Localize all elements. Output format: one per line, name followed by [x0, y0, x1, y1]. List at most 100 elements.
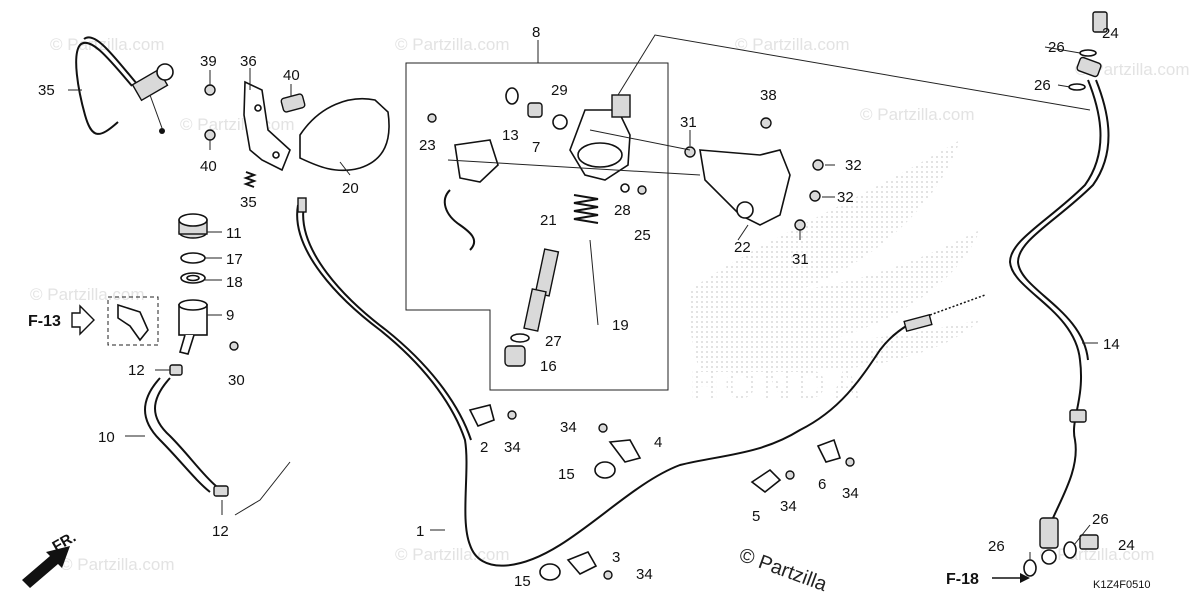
watermark-text: © Partzilla.com — [50, 35, 165, 54]
part-31-bolt — [684, 146, 696, 158]
callout-34: 34 — [842, 485, 859, 502]
callout-3: 3 — [612, 549, 620, 566]
part-4-clamp — [608, 439, 642, 463]
callout-40: 39 — [200, 53, 217, 70]
watermark-text: © Partzilla.com — [30, 285, 145, 304]
part-23-bolt — [427, 113, 437, 123]
callout-41: 40 — [283, 67, 300, 84]
honda-logo-text: HONDA — [690, 363, 867, 407]
master-cylinder-group-frame — [405, 40, 669, 391]
callout-2: 2 — [480, 439, 488, 456]
leader-line — [234, 461, 291, 516]
part-26-washer — [1063, 541, 1077, 559]
callout-40: 40 — [200, 158, 217, 175]
callout-32: 32 — [837, 189, 854, 206]
part-35-bolt — [603, 570, 613, 580]
part-29-washer — [620, 183, 630, 193]
callout-38: 36 — [240, 53, 257, 70]
part-14-hose — [1008, 56, 1110, 565]
callout-34: 34 — [504, 439, 521, 456]
leader-line — [589, 239, 599, 326]
callout-25: 25 — [634, 227, 651, 244]
callout-26: 26 — [1048, 39, 1065, 56]
part-15-grommet — [594, 461, 616, 479]
reference-label-left: F-13 — [28, 313, 61, 330]
part-28-washer — [552, 114, 568, 130]
callout-11: 11 — [226, 225, 242, 242]
part-40-bolt — [204, 129, 216, 141]
part-40-bolt — [204, 84, 216, 96]
watermark-text: © Partzilla.com — [60, 555, 175, 574]
callout-26: 26 — [988, 538, 1005, 555]
part-26-washer — [1023, 559, 1037, 577]
callout-31: 31 — [680, 114, 697, 131]
watermark-text: © Partzilla.com — [860, 105, 975, 124]
callout-21: 21 — [540, 212, 557, 229]
part-36-spring — [243, 171, 257, 188]
part-34-bolt — [845, 457, 855, 467]
callout-39: 38 — [760, 87, 777, 104]
callout-19: 19 — [612, 317, 629, 334]
callout-35: 34 — [560, 419, 577, 436]
part-3-clamp — [566, 550, 598, 575]
part-10-hose — [144, 377, 211, 493]
callout-36: 35 — [240, 194, 257, 211]
callout-22: 22 — [734, 239, 751, 256]
part-31-bolt — [794, 219, 806, 231]
leader-line — [589, 129, 691, 151]
part-24-bolt — [1092, 11, 1108, 33]
part-7-bolt — [527, 102, 543, 118]
callout-31: 31 — [792, 251, 809, 268]
part-21-spring — [573, 194, 599, 224]
leader-line — [617, 34, 1091, 111]
reservoir-stack — [178, 213, 239, 355]
part-39-bolt — [760, 117, 772, 129]
watermark-text: © Partzilla.com — [1075, 60, 1190, 79]
callout-10: 10 — [98, 429, 115, 446]
callout-24: 24 — [1102, 25, 1119, 42]
part-37-hose-assembly — [75, 36, 174, 135]
part-15-grommet — [539, 563, 561, 581]
part-34-bolt — [507, 410, 517, 420]
part-25-nut — [637, 185, 647, 195]
watermark-text: © Partzilla.com — [180, 115, 295, 134]
part-41-collar — [280, 93, 306, 113]
leader-line — [447, 159, 701, 176]
callout-26: 26 — [1092, 511, 1109, 528]
reference-arrowhead-bottom — [1020, 573, 1030, 583]
part-26-washer — [1068, 83, 1086, 91]
copyright-text: © Partzilla — [736, 544, 830, 596]
part-23-lever-arm — [443, 189, 476, 251]
part-13-ring — [505, 87, 519, 105]
callout-35: 34 — [636, 566, 653, 583]
callout-12: 12 — [128, 362, 145, 379]
part-2-clamp — [468, 404, 495, 428]
callout-27: 27 — [545, 333, 562, 350]
part-20-cover — [299, 98, 390, 172]
part-12-clip — [169, 364, 183, 376]
part-22-bracket — [699, 149, 791, 226]
callout-26: 26 — [1034, 77, 1051, 94]
callout-14: 14 — [1103, 336, 1120, 353]
callout-5: 5 — [752, 508, 760, 525]
part-32-bolt — [812, 159, 824, 171]
part-19-piston — [504, 248, 560, 367]
part-24-bolt — [1079, 534, 1099, 550]
callout-28: 29 — [551, 82, 568, 99]
watermark-text: © Partzilla.com — [735, 35, 850, 54]
callout-17: 17 — [226, 251, 243, 268]
part-10-hose-outer — [154, 377, 217, 487]
part-5-clamp — [750, 468, 782, 494]
part-6-clamp — [816, 438, 842, 463]
leader-lines — [68, 46, 1098, 560]
reservoir-bracket — [117, 303, 149, 342]
part-35-bolt — [598, 423, 608, 433]
callout-23: 23 — [419, 137, 436, 154]
part-26-washer — [1079, 49, 1097, 57]
callout-16: 16 — [540, 358, 557, 375]
part-12-clip — [213, 485, 229, 497]
callout-37: 35 — [38, 82, 55, 99]
diagram-code: K1Z4F0510 — [1093, 579, 1150, 591]
watermark-text: © Partzilla.com — [395, 35, 510, 54]
callout-6: 6 — [818, 476, 826, 493]
